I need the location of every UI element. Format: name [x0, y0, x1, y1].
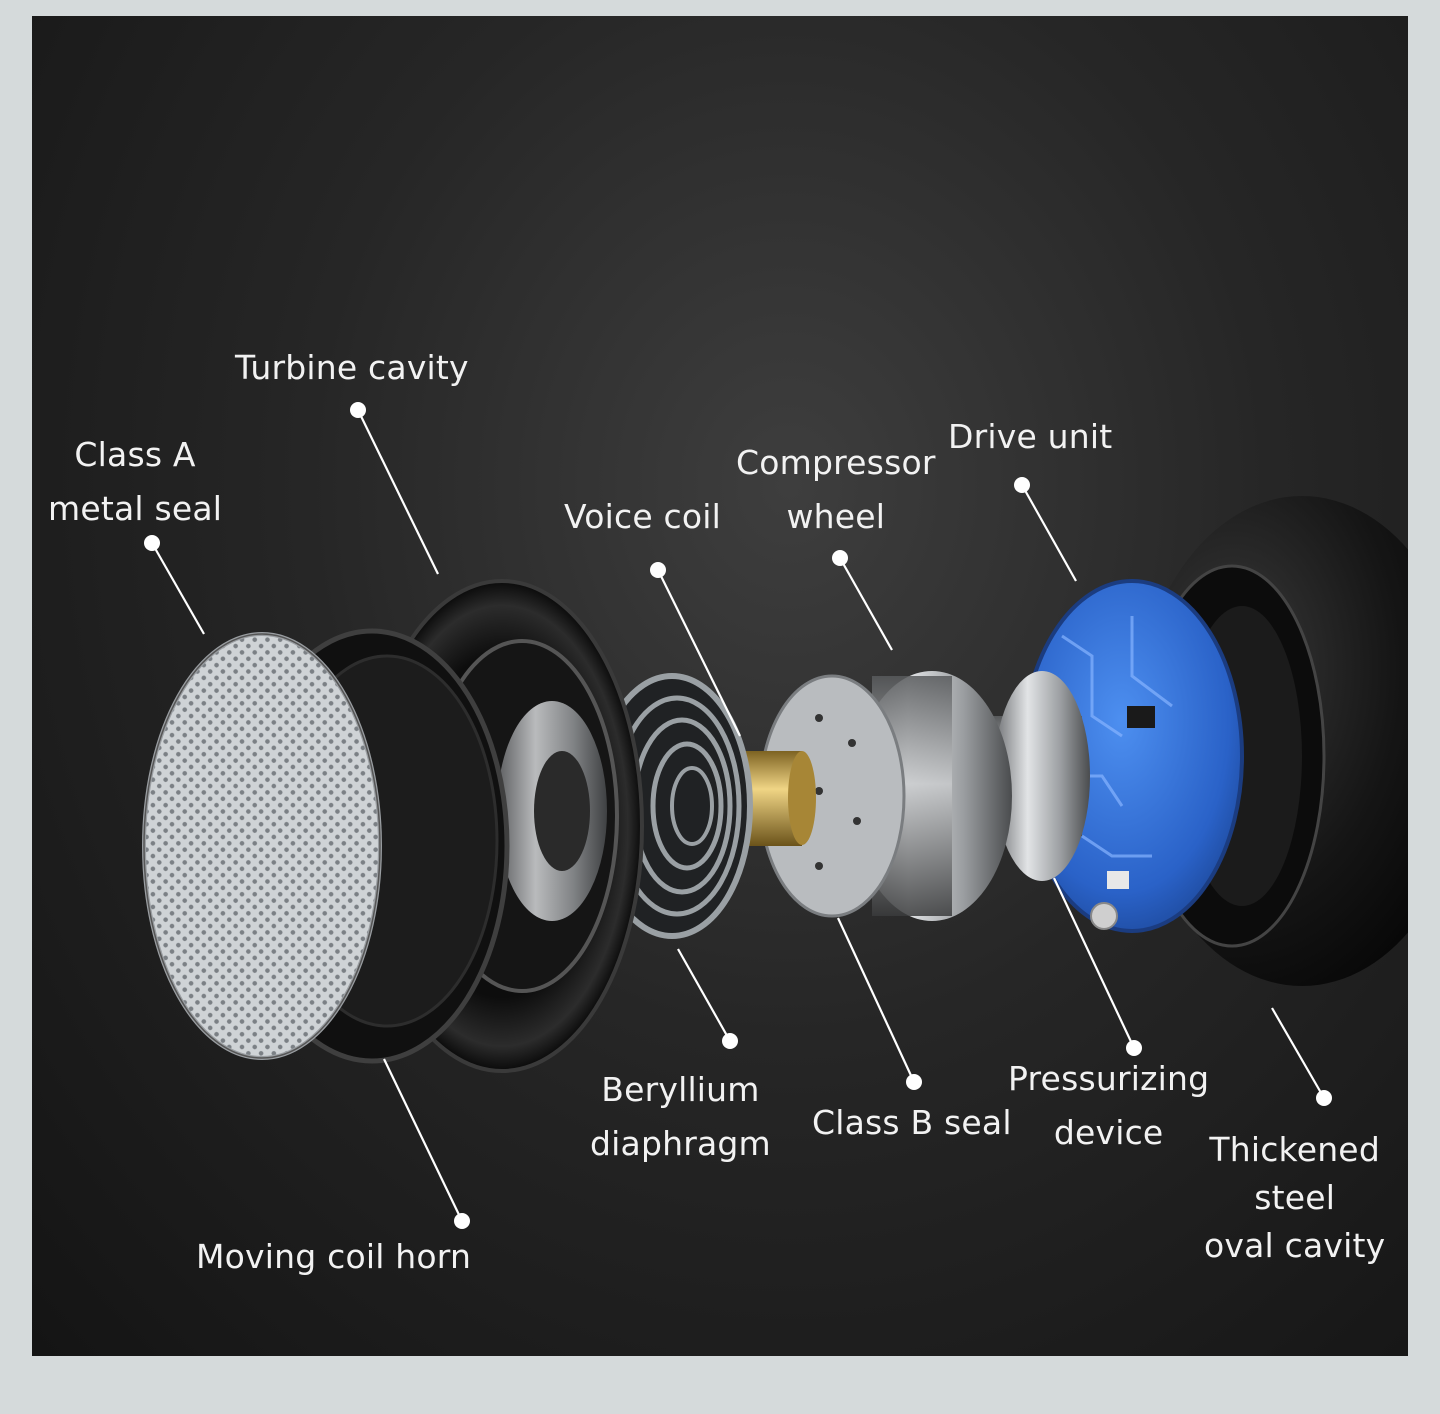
label-voice-coil: Voice coil [564, 497, 721, 536]
label-moving-coil-horn: Moving coil horn [196, 1237, 472, 1276]
exploded-diagram-panel: Turbine cavity Class A metal seal Voice … [32, 16, 1408, 1356]
earphone-exploded-illustration [142, 402, 1408, 1229]
leader-lines [144, 402, 1332, 1229]
label-pressurizing-device: Pressurizing device [1008, 1059, 1210, 1152]
label-compressor-wheel: Compressor wheel [736, 443, 936, 536]
class-a-metal-seal-mesh [142, 632, 382, 1060]
label-beryllium-diaphragm: Beryllium diaphragm [590, 1070, 771, 1163]
label-turbine-cavity: Turbine cavity [235, 348, 469, 387]
label-drive-unit: Drive unit [948, 417, 1113, 456]
label-thickened-steel-oval-cavity: Thickened steel oval cavity [1204, 1130, 1386, 1265]
label-class-a-metal-seal: Class A metal seal [48, 435, 223, 528]
label-class-b-seal: Class B seal [812, 1103, 1012, 1142]
